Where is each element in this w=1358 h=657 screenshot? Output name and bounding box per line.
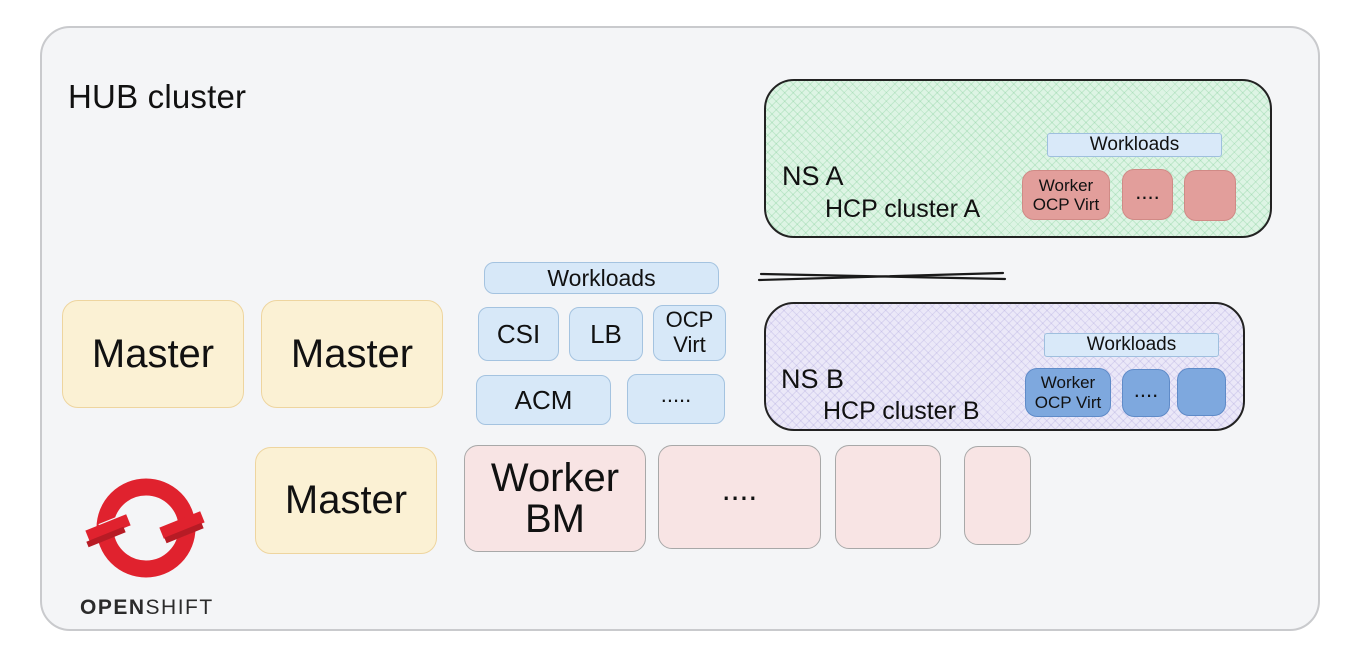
worker-node-small-1 [835,445,941,549]
ns-a-label: NS A [782,161,844,191]
openshift-wordmark-shift: SHIFT [145,596,214,619]
master-node-1: Master [62,300,244,408]
hcp-cluster-a-label: HCP cluster A [825,195,981,223]
hub-workloads-bar: Workloads [484,262,719,294]
ns-b-worker-small [1177,368,1226,416]
hub-cluster-title: HUB cluster [68,78,247,115]
ns-b-label: NS B [781,364,845,394]
ns-b-workloads-bar: Workloads [1044,333,1219,357]
ns-a-workloads-bar: Workloads [1047,133,1222,157]
openshift-wordmark-open: OPEN [80,596,146,619]
ns-a-worker-small [1184,170,1236,221]
master-node-2: Master [261,300,443,408]
ns-b-worker-line1: Worker [1040,373,1096,393]
ocp-virt-service: OCP Virt [653,305,726,361]
ns-b-worker-more: .... [1122,369,1170,417]
worker-bm-node: Worker BM [464,445,646,552]
ocp-virt-line2: Virt [673,332,706,357]
openshift-icon [85,478,205,578]
worker-node-more: .... [658,445,821,549]
ns-a-worker-line2: OCP Virt [1032,195,1100,214]
lb-service: LB [569,307,643,361]
hcp-cluster-b-label: HCP cluster B [823,397,980,425]
ns-a-worker-line1: Worker [1038,175,1094,195]
master-node-3: Master [255,447,437,554]
worker-bm-line1: Worker [490,455,620,500]
ns-b-worker-ocp-virt: Worker OCP Virt [1025,368,1111,417]
ns-a-worker-more: .... [1122,169,1173,220]
worker-node-small-2 [964,446,1031,545]
acm-service: ACM [476,375,611,425]
ocp-virt-line1: OCP [665,307,714,333]
worker-bm-line2: BM [525,496,585,541]
separator-lines [757,271,1007,282]
ns-a-worker-ocp-virt: Worker OCP Virt [1022,170,1110,220]
more-services: ..... [627,374,725,424]
ns-b-worker-line2: OCP Virt [1034,392,1102,412]
openshift-wordmark: OPENSHIFT [80,596,214,620]
csi-service: CSI [478,307,559,361]
